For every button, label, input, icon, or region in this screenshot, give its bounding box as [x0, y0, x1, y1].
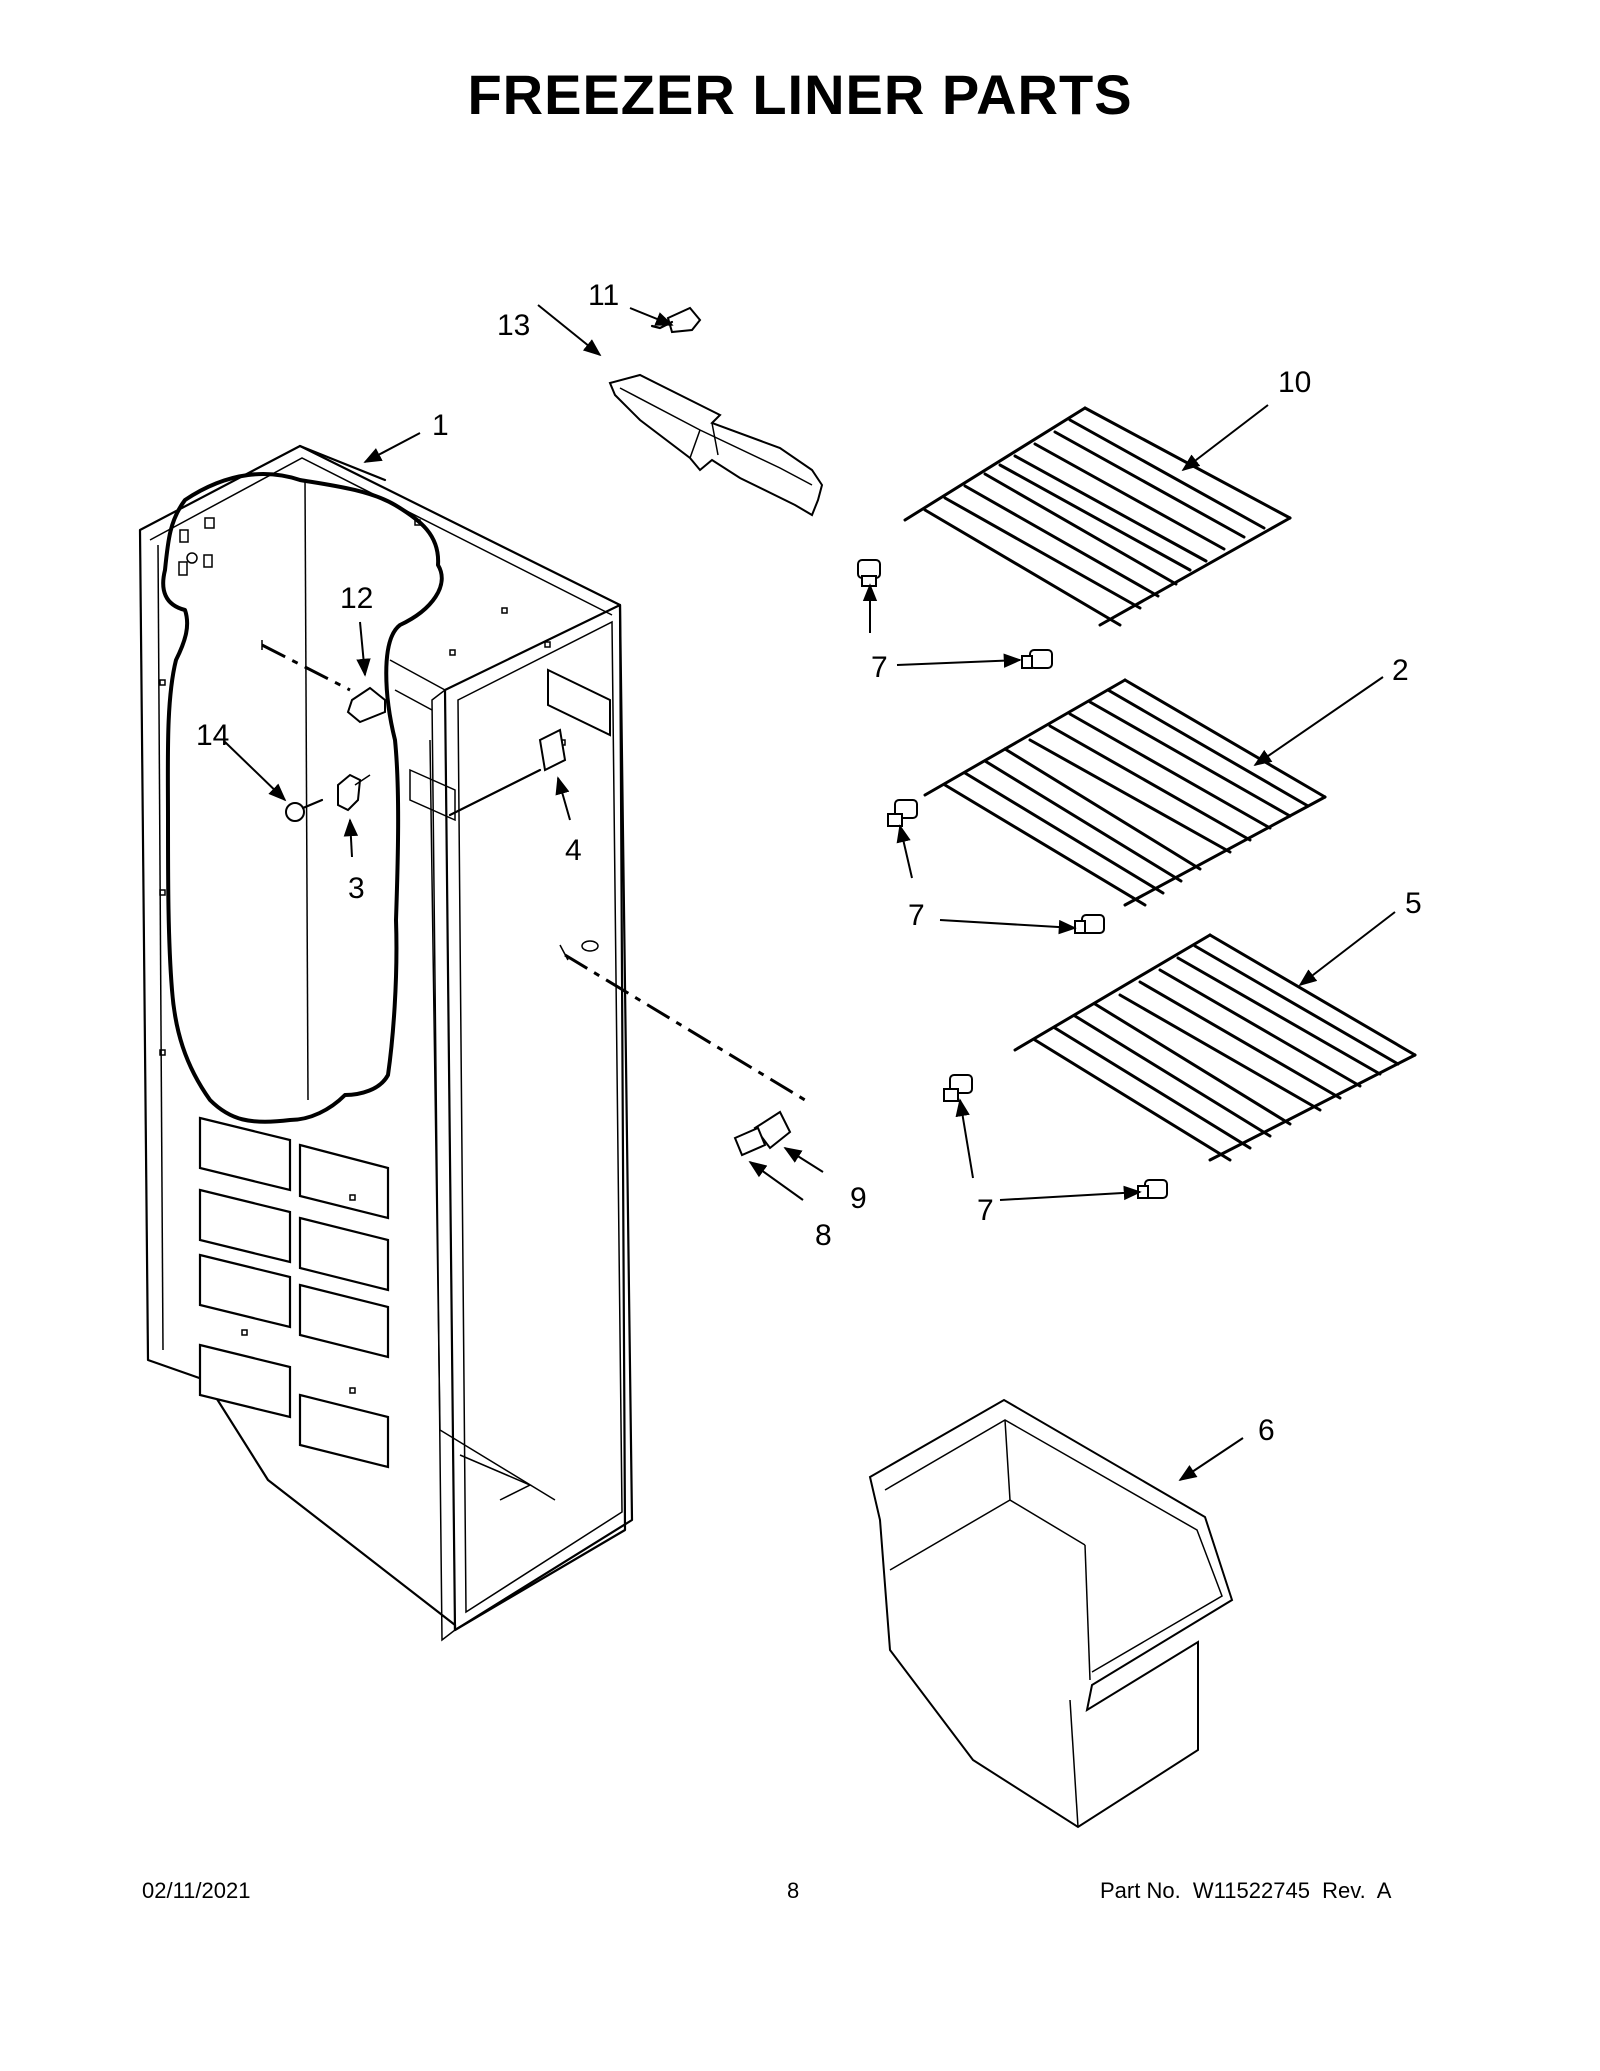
- screw-part-14: [285, 798, 324, 822]
- callout-5: 5: [1405, 887, 1422, 920]
- shelf-stud-3: [887, 799, 918, 827]
- freezer-liner: [138, 444, 634, 1642]
- footer-part-number: Part No. W11522745 Rev. A: [1100, 1878, 1392, 1903]
- callout-7c: 7: [977, 1194, 994, 1227]
- shelf-stud-6: [1137, 1179, 1168, 1199]
- wire-shelf-top: [903, 406, 1292, 627]
- bracket-part-3: [337, 773, 371, 812]
- callout-9: 9: [850, 1182, 867, 1215]
- screw-part-11: [650, 306, 702, 334]
- wire-shelf-bottom: [1013, 933, 1417, 1162]
- callout-10: 10: [1278, 366, 1311, 399]
- switch-part-4: [448, 728, 567, 817]
- page-title: FREEZER LINER PARTS: [467, 63, 1133, 126]
- ice-bin: [868, 1398, 1234, 1829]
- shelf-support-bracket: [608, 373, 824, 517]
- callout-11: 11: [588, 279, 619, 312]
- shelf-stud-2: [1021, 649, 1053, 669]
- leader-lines: [224, 304, 1396, 1481]
- callout-14: 14: [196, 719, 229, 752]
- footer-page-number: 8: [787, 1878, 800, 1903]
- callout-7b: 7: [908, 899, 925, 932]
- callout-7a: 7: [871, 651, 888, 684]
- callout-6: 6: [1258, 1414, 1275, 1447]
- screw-part-8: [733, 1126, 767, 1157]
- callout-8: 8: [815, 1219, 832, 1252]
- wire-shelf-middle: [923, 678, 1327, 907]
- callout-12: 12: [340, 582, 373, 615]
- callout-4: 4: [565, 834, 582, 867]
- shelf-stud-5: [943, 1074, 973, 1102]
- callout-3: 3: [348, 872, 365, 905]
- vent-slots: [198, 1116, 390, 1469]
- clip-part-12: [261, 640, 386, 724]
- shelf-stud-4: [1074, 914, 1105, 934]
- callout-13: 13: [497, 309, 530, 342]
- callout-1: 1: [432, 409, 449, 442]
- roller-part-9: [559, 940, 806, 1150]
- footer-date: 02/11/2021: [142, 1878, 251, 1903]
- shelf-stud-1: [857, 559, 881, 587]
- callout-2: 2: [1392, 654, 1409, 687]
